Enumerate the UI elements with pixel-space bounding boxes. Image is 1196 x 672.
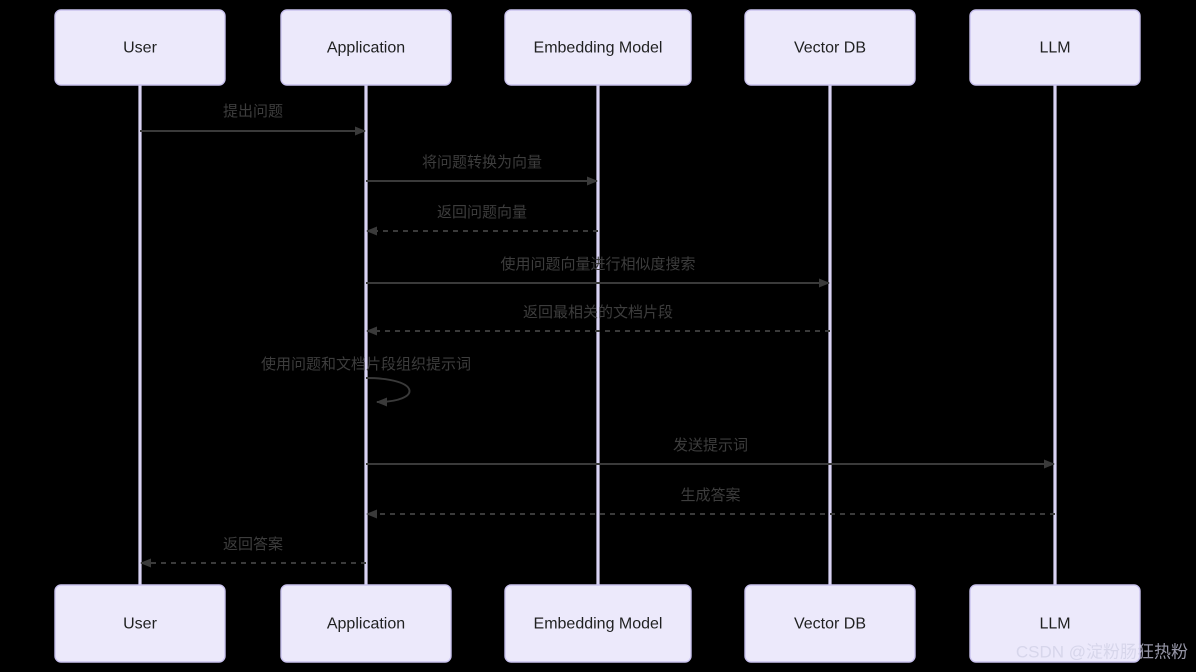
message-label: 将问题转换为向量 xyxy=(422,154,542,171)
message-label: 生成答案 xyxy=(680,486,740,504)
message-label: 返回最相关的文档片段 xyxy=(523,304,673,321)
actor-rect-embedding xyxy=(504,9,692,86)
actor-label-application: Application xyxy=(327,40,405,57)
message-8[interactable]: 生成答案 xyxy=(366,486,1055,519)
actor-rect-user xyxy=(54,584,226,663)
message-label: 使用问题和文档片段组织提示词 xyxy=(261,356,471,373)
message-label: 发送提示词 xyxy=(673,437,748,454)
csdn-watermark: CSDN @淀粉肠狂热粉 xyxy=(1016,642,1188,661)
actor-box-llm-top[interactable]: LLM xyxy=(969,9,1141,86)
actor-boxes-bottom-group: User Application Embedding Model Vector DB L… xyxy=(54,584,1141,663)
message-label: 提出问题 xyxy=(223,103,283,120)
message-6[interactable]: 使用问题和文档片段组织提示词 xyxy=(261,356,471,407)
message-5[interactable]: 返回最相关的文档片段 xyxy=(366,304,830,336)
message-3[interactable]: 返回问题向量 xyxy=(366,204,598,236)
message-label: 使用问题向量进行相似度搜索 xyxy=(500,256,695,273)
self-loop-path xyxy=(365,377,411,407)
message-1[interactable]: 提出问题 xyxy=(140,103,366,136)
actor-label-vectordb: Vector DB xyxy=(794,40,866,57)
actor-rect-vectordb xyxy=(744,584,916,663)
actor-label-embedding: Embedding Model xyxy=(534,616,663,633)
actor-box-embedding-bottom[interactable]: Embedding Model xyxy=(504,584,692,663)
actor-rect-llm xyxy=(969,584,1141,663)
message-9[interactable]: 返回答案 xyxy=(140,535,366,568)
messages-group: 提出问题将问题转换为向量返回问题向量使用问题向量进行相似度搜索返回最相关的文档片… xyxy=(140,103,1055,568)
actor-rect-application xyxy=(280,584,452,663)
actor-label-embedding: Embedding Model xyxy=(534,40,663,57)
actor-rect-user xyxy=(54,9,226,86)
actor-box-application-bottom[interactable]: Application xyxy=(280,584,452,663)
actor-rect-llm xyxy=(969,9,1141,86)
actor-rect-vectordb xyxy=(744,9,916,86)
actor-box-vectordb-bottom[interactable]: Vector DB xyxy=(744,584,916,663)
actor-label-llm: LLM xyxy=(1039,616,1070,633)
actor-box-llm-bottom[interactable]: LLM xyxy=(969,584,1141,663)
actor-boxes-top-group: User Application Embedding Model Vector DB L… xyxy=(54,9,1141,86)
actor-rect-embedding xyxy=(504,584,692,663)
actor-rect-application xyxy=(280,9,452,86)
message-4[interactable]: 使用问题向量进行相似度搜索 xyxy=(366,256,830,288)
actor-box-user-bottom[interactable]: User xyxy=(54,584,226,663)
message-label: 返回问题向量 xyxy=(437,204,527,221)
actor-label-application: Application xyxy=(327,616,405,633)
message-label: 返回答案 xyxy=(223,535,283,553)
actor-label-vectordb: Vector DB xyxy=(794,616,866,633)
lifelines-group xyxy=(138,85,1057,585)
actor-box-application-top[interactable]: Application xyxy=(280,9,452,86)
actor-box-embedding-top[interactable]: Embedding Model xyxy=(504,9,692,86)
actor-label-user: User xyxy=(123,40,157,57)
message-7[interactable]: 发送提示词 xyxy=(366,437,1055,469)
actor-label-llm: LLM xyxy=(1039,40,1070,57)
message-2[interactable]: 将问题转换为向量 xyxy=(366,154,598,186)
actor-box-user-top[interactable]: User xyxy=(54,9,226,86)
actor-label-user: User xyxy=(123,616,157,633)
actor-box-vectordb-top[interactable]: Vector DB xyxy=(744,9,916,86)
